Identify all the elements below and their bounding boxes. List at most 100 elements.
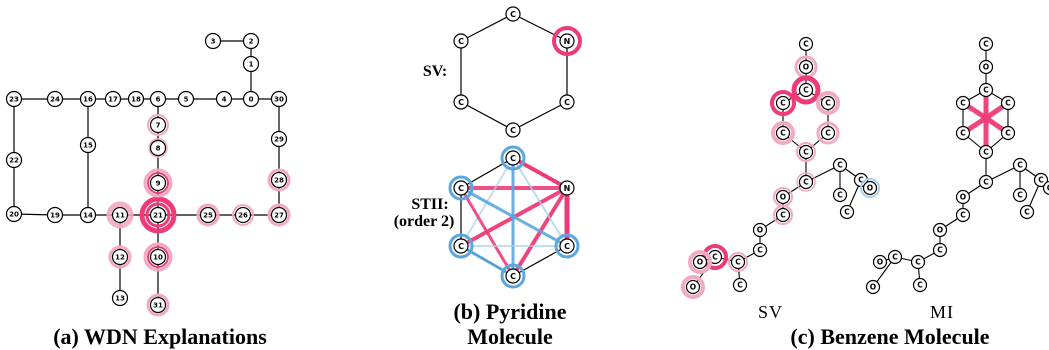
benzene-mi-atom-circle: [1000, 95, 1016, 111]
benzene-mi-atom-label: C: [983, 86, 989, 95]
wdn-node-15-label: 15: [83, 141, 93, 149]
benzene-mi-atom-circle: [1019, 204, 1035, 220]
wdn-node-30-label: 30: [274, 95, 284, 103]
node-highlight: [148, 138, 168, 158]
benzene-mi-atom-circle: [932, 242, 948, 258]
pyridine-sv-atom-label: C: [510, 10, 516, 19]
wdn-node-11-label: 11: [115, 211, 125, 219]
pyridine-sv-bond: [460, 13, 514, 42]
benzene-sv-atom-label: O: [780, 193, 786, 202]
wdn-node-19-label: 19: [50, 211, 60, 219]
wdn-node-30-circle: [270, 90, 288, 108]
benzene-sv-atom-circle: [832, 157, 848, 173]
node-highlight: [681, 275, 705, 299]
benzene-mi-atom-circle: [932, 222, 948, 238]
benzene-sv-atom-circle: [798, 144, 814, 160]
wdn-node-24-label: 24: [50, 95, 60, 103]
wdn-node-6-circle: [149, 90, 167, 108]
pyridine-sv-bond: [512, 101, 568, 131]
benzene-mi-atom-circle: [887, 249, 903, 265]
pyridine-stii-atom-label: C: [458, 242, 464, 251]
benzene-sv-atom-circle: [692, 254, 708, 270]
benzene-sv-atom-circle: [832, 187, 848, 203]
node-highlight: [791, 75, 821, 105]
benzene-mi-atom-label: C: [1024, 208, 1030, 217]
wdn-node-0-label: 0: [249, 95, 254, 103]
wdn-node-2-circle: [242, 32, 260, 50]
benzene-mi-atom-circle: [978, 174, 994, 190]
benzene-mi-atom-circle: [912, 277, 928, 293]
benzene-sv-atom-label: C: [837, 191, 843, 200]
node-highlight: [554, 233, 580, 259]
benzene-mi-atom-label: C: [960, 211, 966, 220]
pyridine-sv-atom-label: C: [458, 37, 464, 46]
benzene-sv-atom-label: O: [697, 258, 703, 267]
sv-row-label: SV:: [422, 63, 448, 80]
pyridine-sv-bond: [460, 101, 514, 131]
pyridine-sv-atom-circle: [453, 94, 469, 110]
wdn-node-8-circle: [149, 139, 167, 157]
benzene-sv-atom-label: C: [780, 211, 786, 220]
benzene-sv-atom-circle: [798, 174, 814, 190]
benzene-mi-atom-label: C: [983, 148, 989, 157]
benzene-mi-atom-circle: [1033, 172, 1049, 188]
node-highlight: [796, 142, 816, 162]
pyridine-sv-atom-circle: [453, 33, 469, 49]
wdn-node-4-label: 4: [222, 95, 227, 103]
benzene-mi-atom-label: C: [917, 281, 923, 290]
wdn-node-18-label: 18: [131, 95, 141, 103]
benzene-sv-atom-circle: [820, 95, 836, 111]
wdn-node-21-label: 21: [153, 211, 163, 219]
wdn-node-19-circle: [46, 206, 64, 224]
benzene-sv-atom-label: C: [780, 129, 786, 138]
wdn-node-28-label: 28: [274, 176, 284, 184]
wdn-node-10-label: 10: [153, 253, 163, 261]
stii-order-label: (order 2): [393, 213, 455, 230]
wdn-node-26-label: 26: [238, 211, 248, 219]
benzene-mi-atom-label: O: [877, 258, 883, 267]
pyridine-stii-atom-label: C: [510, 272, 516, 281]
wdn-node-23-label: 23: [9, 95, 19, 103]
node-highlight: [139, 196, 177, 234]
benzene-mi-atom-label: C: [1005, 129, 1011, 138]
benzene-mi-atom-label: O: [1047, 184, 1049, 193]
pyridine-stii-atom-circle: [559, 180, 575, 196]
benzene-sv-atom-label: O: [690, 283, 696, 292]
benzene-sv-atom-label: C: [737, 281, 743, 290]
benzene-graphs: COCCCCCCCOCOCCCOOCCCCOCCOCCCCCCCOCOCCCOO…: [681, 36, 1049, 299]
benzene-sv-atom-label: C: [780, 99, 786, 108]
pyridine-sv-atom-label: C: [510, 126, 516, 135]
node-highlight: [728, 252, 748, 272]
benzene-mi-atom-circle: [978, 144, 994, 160]
benzene-sv-atom-label: C: [825, 129, 831, 138]
node-highlight: [771, 121, 795, 145]
benzene-mi-atom-circle: [955, 207, 971, 223]
benzene-sv-atom-label: C: [803, 148, 809, 157]
pyridine-stii-atom-circle: [505, 268, 521, 284]
node-highlight: [860, 178, 880, 198]
benzene-sv-atom-label: C: [735, 258, 741, 267]
node-highlight: [147, 172, 169, 194]
wdn-node-7-label: 7: [156, 121, 161, 129]
node-highlight: [816, 91, 840, 115]
node-highlight: [147, 114, 169, 136]
benzene-mi-atom-label: C: [1005, 99, 1011, 108]
benzene-sv-atom-circle: [730, 254, 746, 270]
wdn-node-3-circle: [204, 32, 222, 50]
node-highlight: [145, 202, 171, 228]
wdn-node-17-circle: [104, 90, 122, 108]
wdn-node-27-circle: [270, 206, 288, 224]
benzene-mi-atom-circle: [978, 59, 994, 75]
benzene-sv-atom-circle: [862, 180, 878, 196]
wdn-node-3-label: 3: [211, 37, 216, 45]
pyridine-stii-atom-circle: [505, 150, 521, 166]
wdn-node-16-label: 16: [83, 95, 93, 103]
node-highlight: [143, 168, 173, 198]
pyridine-interaction: [459, 186, 515, 278]
node-highlight: [448, 175, 474, 201]
node-highlight: [448, 233, 474, 259]
benzene-sv-atom-label: O: [757, 226, 763, 235]
benzene-sv-atom-circle: [775, 95, 791, 111]
benzene-mi-atom-label: O: [870, 283, 876, 292]
